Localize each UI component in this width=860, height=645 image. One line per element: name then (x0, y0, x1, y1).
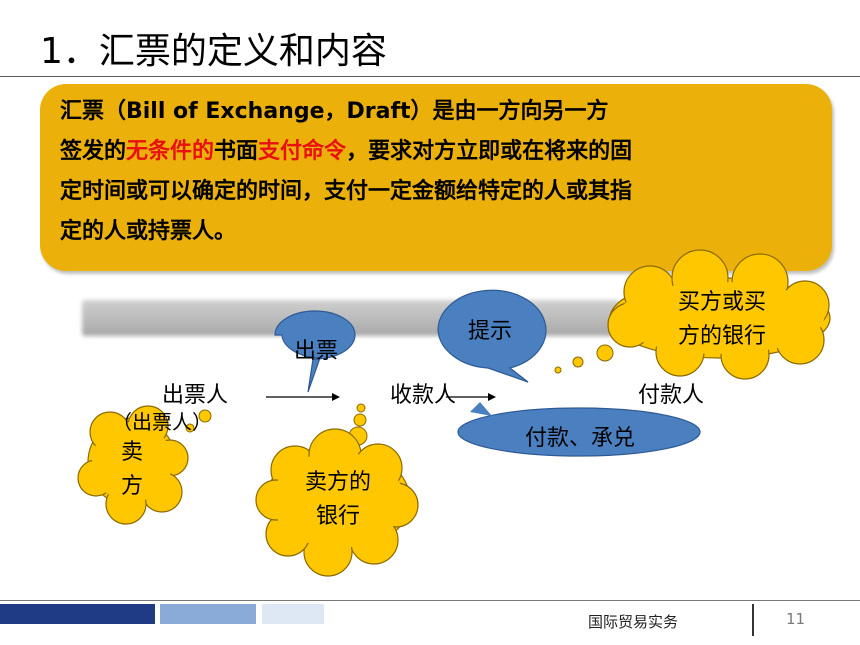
thought-dot (356, 403, 366, 413)
drawer-note: （出票人） (112, 410, 212, 434)
pay-accept-callout-label: 付款、承兑 (524, 426, 635, 451)
footer-bar-light (262, 604, 324, 624)
issue-arrowhead (332, 393, 340, 401)
slide-title: 1．汇票的定义和内容 (40, 31, 387, 72)
definition-box: 汇票（Bill of Exchange，Draft）是由一方向另一方 签发的无条… (40, 84, 832, 271)
cloud-text-line: 卖 (120, 440, 143, 465)
pay-accept-callout (457, 407, 701, 457)
definition-line-4: 定的人或持票人。 (60, 219, 237, 244)
thought-dot (572, 356, 584, 368)
buyer-bank-cloud-label: 买方或买 方的银行 (652, 286, 792, 354)
thought-dot (596, 344, 614, 362)
issue-callout (274, 310, 356, 393)
unconditional-highlight: 无条件的 (126, 139, 215, 164)
payment-order-highlight: 支付命令 (258, 139, 347, 164)
text-fragment: 书面 (214, 139, 259, 164)
cloud-text-line: 卖方的 (304, 470, 371, 495)
thought-dot (198, 409, 212, 423)
footer-bar-blue (160, 604, 256, 624)
text-fragment: ，要求对方立即或在将来的固 (346, 139, 633, 164)
title-divider (0, 76, 860, 77)
footer-course-title: 国际贸易实务 (588, 613, 679, 631)
present-callout (437, 289, 547, 383)
cloud-text-line: 方的银行 (677, 324, 766, 349)
definition-line-1: 汇票（Bill of Exchange，Draft）是由一方向另一方 (60, 99, 609, 124)
footer-bar-navy (0, 604, 155, 624)
definition-line-2: 签发的无条件的书面支付命令，要求对方立即或在将来的固 (60, 132, 810, 172)
drawer-label: 出票人 (162, 383, 229, 408)
drawee-label: 付款人 (638, 383, 705, 408)
text-fragment: 签发的 (60, 139, 127, 164)
footer-divider-line (0, 600, 860, 601)
payee-label: 收款人 (390, 383, 457, 408)
present-arrowhead (488, 393, 496, 401)
seller-cloud-label: 卖 方 (112, 436, 152, 504)
pay-accept-callout-tail (470, 402, 492, 416)
seller-bank-cloud-fill (272, 452, 404, 548)
cloud-text-line: 银行 (315, 504, 360, 529)
buyer-bank-cloud-fill (616, 282, 824, 354)
definition-line-3: 定时间或可以确定的时间，支付一定金额给特定的人或其指 (60, 179, 633, 204)
thought-dot (185, 423, 195, 433)
cloud-text-line: 买方或买 (677, 290, 766, 315)
thought-dot (554, 366, 562, 374)
thought-dot (353, 413, 367, 427)
cloud-text-line: 方 (120, 474, 143, 499)
issue-callout-label: 出票 (293, 339, 338, 364)
present-callout-label: 提示 (467, 319, 512, 344)
seller-cloud-fill (92, 422, 172, 502)
seller-bank-cloud-label: 卖方的 银行 (288, 466, 388, 534)
footer-vertical-divider (752, 604, 754, 636)
page-number: 11 (786, 610, 806, 628)
